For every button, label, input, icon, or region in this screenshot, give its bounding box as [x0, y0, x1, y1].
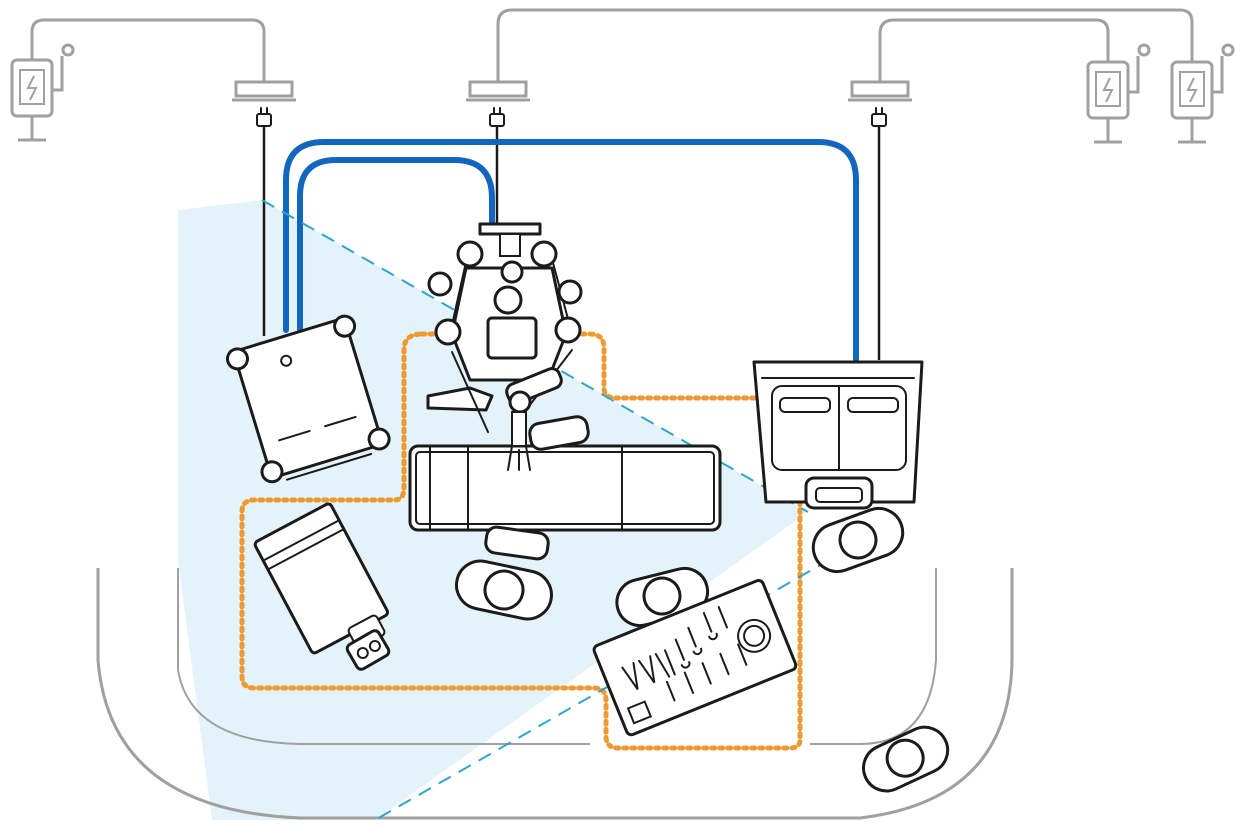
staff-member-surgeon: [811, 506, 905, 574]
ceiling-power-drop-2: [466, 80, 530, 102]
wall-power-outlet-right-2: [1170, 43, 1235, 144]
wall-power-outlet-right-1: [1086, 43, 1151, 144]
room-outer-wall: [96, 568, 1014, 820]
ceiling-power-drop-3: [848, 80, 912, 102]
power-plug-2: [489, 107, 505, 127]
room-inner-wall-right: [810, 568, 937, 745]
power-plug-1: [256, 107, 272, 127]
staff-member-circulator: [862, 725, 950, 793]
room-inner-wall: [177, 568, 590, 745]
staff-member-assistant: [455, 559, 553, 621]
line-of-sight: [261, 199, 851, 821]
instrument-table: [592, 579, 798, 737]
sterile-field: [239, 331, 803, 751]
patient-side-cart: [426, 222, 583, 471]
back-table-monitor: [345, 629, 391, 671]
vision-cart: [225, 314, 391, 484]
wall-power-outlet-left: [10, 43, 75, 142]
operating-table: [408, 415, 722, 561]
power-wiring: [30, 8, 1194, 100]
surgeon-console: [752, 360, 924, 510]
system-cables: [283, 139, 859, 363]
power-plug-3: [871, 107, 887, 127]
ceiling-power-drop-1: [232, 80, 296, 102]
